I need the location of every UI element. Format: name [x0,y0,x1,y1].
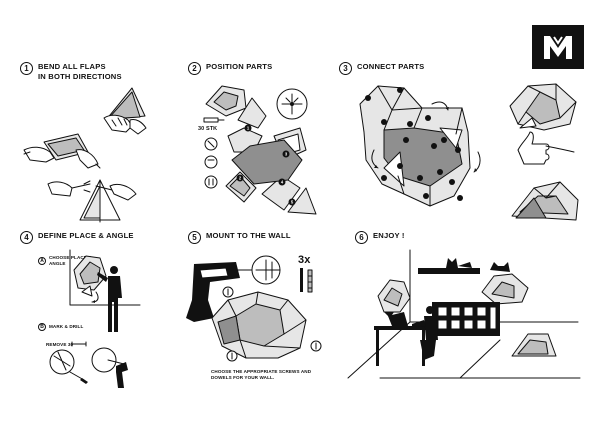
step-3-heading: 3 CONNECT PARTS [339,62,424,75]
step-number: 5 [188,231,201,244]
remove-label: REMOVE 30 [46,342,74,347]
desk-icon [374,312,428,366]
step-title: BEND ALL FLAPS IN BOTH DIRECTIONS [38,62,122,81]
cat-icon [446,258,472,268]
step-3-illustration [359,83,579,221]
screw-count-label: 30 STK [198,126,218,132]
part-number: 2 [239,176,242,181]
part-number: 3 [285,152,288,157]
step-title: MOUNT TO THE WALL [206,231,291,240]
step-title: ENJOY ! [373,231,405,240]
part-number: 1 [247,126,250,131]
step-5-heading: 5 MOUNT TO THE WALL [188,231,291,244]
m-logo-icon [544,36,572,59]
step-title: DEFINE PLACE & ANGLE [38,231,134,240]
step-1-illustration [23,87,147,223]
step-number: 6 [355,231,368,244]
wall-note: CHOOSE THE APPROPRIATE SCREWS AND DOWELS… [211,369,312,380]
step-6-illustration [347,249,581,379]
step-5-illustration [186,255,322,362]
part-number: 4 [281,180,284,185]
step-title: POSITION PARTS [206,62,273,71]
step-title: CONNECT PARTS [357,62,425,71]
step-4-heading: 4 DEFINE PLACE & ANGLE [20,231,134,244]
person-at-desk-icon [412,306,438,360]
step-6-heading: 6 ENJOY ! [355,231,405,244]
substep-letter: A [38,257,46,265]
quantity-label: 3x [298,254,311,266]
step-4-illustration [49,249,141,388]
step-2-heading: 2 POSITION PARTS [188,62,272,75]
step-number: 4 [20,231,33,244]
step-2-illustration: 1 2 3 4 5 [203,85,317,215]
brand-logo [532,25,584,69]
substep-letter: B [38,323,46,331]
step-1-heading: 1 BEND ALL FLAPS IN BOTH DIRECTIONS [20,62,122,82]
cat-icon [490,262,510,272]
step-number: 2 [188,62,201,75]
person-icon [97,266,122,332]
step-number: 1 [20,62,33,75]
step-number: 3 [339,62,352,75]
drill-icon [186,262,253,322]
substep-b: B MARK & DRILL [38,323,83,331]
substep-text: MARK & DRILL [49,324,84,329]
part-number: 5 [291,200,294,205]
